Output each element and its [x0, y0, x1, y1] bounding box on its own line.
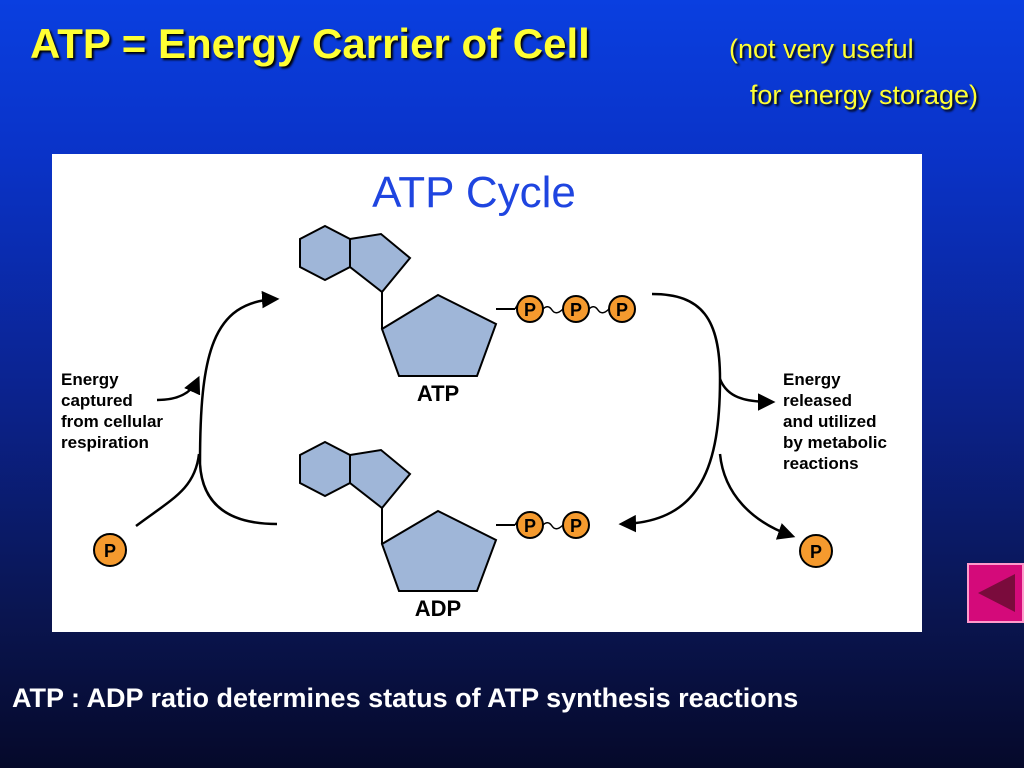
atp-molecule: P P P ATP	[299, 224, 636, 406]
energy-out-arrow	[718, 378, 776, 411]
atp-phosphate-2-label: P	[570, 300, 582, 320]
right-text-line-2: released	[783, 391, 852, 410]
left-phosphate	[93, 533, 127, 567]
atp-hexagon-ring	[299, 224, 351, 282]
atp-cycle-diagram: ATP Cycle P P P ATP	[52, 154, 922, 632]
synthesis-arrow-to-atp	[198, 290, 280, 465]
atp-pentagon-ring	[349, 232, 412, 294]
left-text-line-2: captured	[61, 391, 133, 410]
right-text-line-4: by metabolic	[783, 433, 887, 452]
adp-phosphate-1-label: P	[524, 516, 536, 536]
phosphate-in-curve	[135, 453, 201, 528]
right-text-line-1: Energy	[783, 370, 841, 389]
adp-label: ADP	[415, 596, 461, 621]
adp-molecule: P P ADP	[299, 440, 590, 621]
atp-label: ATP	[417, 381, 459, 406]
phosphate-out-arrow	[718, 453, 796, 540]
left-text-block: Energy captured from cellular respiratio…	[61, 370, 163, 452]
back-button[interactable]	[967, 563, 1024, 623]
left-text-line-3: from cellular	[61, 412, 163, 431]
slide-caption: ATP : ADP ratio determines status of ATP…	[12, 683, 799, 713]
energy-in-arrow	[156, 375, 201, 402]
atp-phosphate-1-label: P	[524, 300, 536, 320]
right-text-line-5: reactions	[783, 454, 859, 473]
right-text-line-3: and utilized	[783, 412, 877, 431]
atp-phosphate-3	[608, 295, 636, 323]
right-phosphate	[799, 534, 833, 568]
adp-pentagon-ring	[349, 448, 412, 510]
left-phosphate-label: P	[104, 541, 116, 561]
adp-phosphate-2	[562, 511, 590, 539]
adp-hexagon-ring	[299, 440, 351, 498]
adp-ribose-pentagon	[380, 509, 498, 592]
slide-title: ATP = Energy Carrier of Cell	[30, 20, 590, 67]
hydrolysis-curve	[618, 292, 722, 533]
atp-ribose-pentagon	[380, 293, 498, 377]
right-phosphate-label: P	[810, 542, 822, 562]
atp-phosphate-3-label: P	[616, 300, 628, 320]
slide-subtitle-line2: for energy storage)	[749, 80, 978, 110]
adp-phosphate-2-label: P	[570, 516, 582, 536]
adp-branch-curve	[198, 463, 278, 526]
left-text-line-1: Energy	[61, 370, 119, 389]
left-text-line-4: respiration	[61, 433, 149, 452]
diagram-heading: ATP Cycle	[372, 168, 576, 217]
slide-subtitle-line1: (not very useful	[729, 34, 914, 64]
back-triangle-icon	[978, 574, 1015, 612]
right-text-block: Energy released and utilized by metaboli…	[783, 370, 887, 473]
